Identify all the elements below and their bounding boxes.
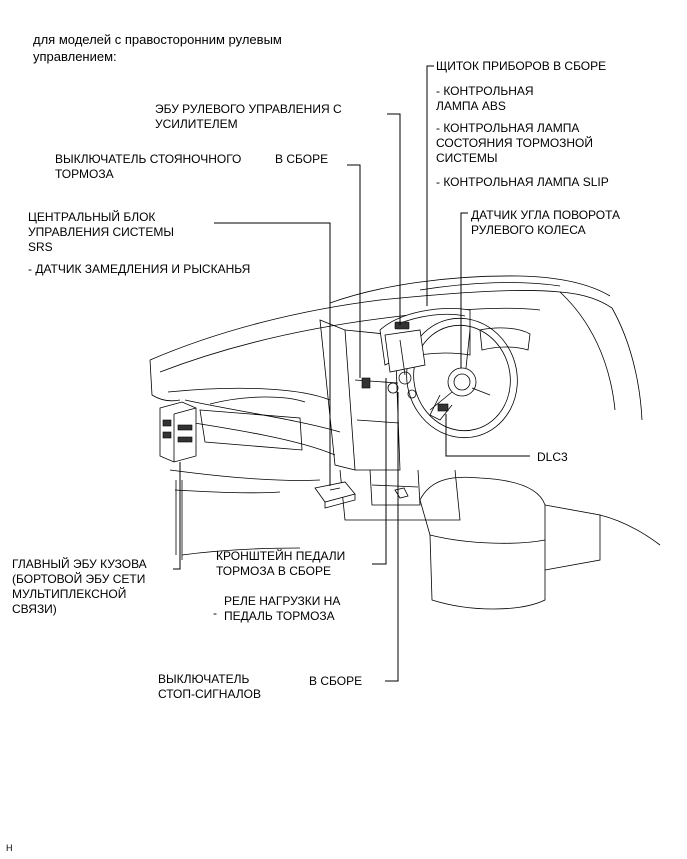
label-yaw-rate-sensor: - ДАТЧИК ЗАМЕДЛЕНИЯ И РЫСКАНЬЯ xyxy=(28,262,251,276)
model-heading: для моделей с правосторонним рулевым упр… xyxy=(33,32,282,64)
label-brake-system-lamp: - КОНТРОЛЬНАЯ ЛАМПА СОСТОЯНИЯ ТОРМОЗНОЙ … xyxy=(436,121,594,165)
label-abs-lamp: - КОНТРОЛЬНАЯ ЛАМПА ABS xyxy=(436,84,534,113)
label-main-body-ecu: ГЛАВНЫЙ ЭБУ КУЗОВА (БОРТОВОЙ ЭБУ СЕТИ МУ… xyxy=(12,557,147,616)
label-relay-dash: - xyxy=(213,606,217,620)
label-stop-light-assy: В СБОРЕ xyxy=(309,674,363,688)
label-dlc3: DLC3 xyxy=(537,450,568,464)
label-brake-pedal-bracket: КРОНШТЕЙН ПЕДАЛИ ТОРМОЗА В СБОРЕ xyxy=(216,549,346,578)
label-parking-brake-assy: В СБОРЕ xyxy=(275,152,329,166)
label-slip-lamp: - КОНТРОЛЬНАЯ ЛАМПА SLIP xyxy=(436,175,609,189)
leader-lines xyxy=(173,65,530,682)
label-steering-angle-sensor: ДАТЧИК УГЛА ПОВОРОТА РУЛЕВОГО КОЛЕСА xyxy=(471,208,621,237)
dashboard-drawing xyxy=(149,275,661,610)
label-parking-brake-switch: ВЫКЛЮЧАТЕЛЬ СТОЯНОЧНОГО ТОРМОЗА xyxy=(55,152,242,181)
footer-mark: H xyxy=(6,843,13,853)
label-power-steering-ecu: ЭБУ РУЛЕВОГО УПРАВЛЕНИЯ С УСИЛИТЕЛЕМ xyxy=(155,102,342,131)
label-srs-center-unit: ЦЕНТРАЛЬНЫЙ БЛОК УПРАВЛЕНИЯ СИСТЕМЫ SRS xyxy=(28,210,175,254)
label-stop-light-switch: ВЫКЛЮЧАТЕЛЬ СТОП-СИГНАЛОВ xyxy=(158,672,261,701)
label-instrument-cluster: ЩИТОК ПРИБОРОВ В СБОРЕ xyxy=(436,59,607,73)
label-brake-pedal-relay: РЕЛЕ НАГРУЗКИ НА ПЕДАЛЬ ТОРМОЗА xyxy=(224,594,341,623)
